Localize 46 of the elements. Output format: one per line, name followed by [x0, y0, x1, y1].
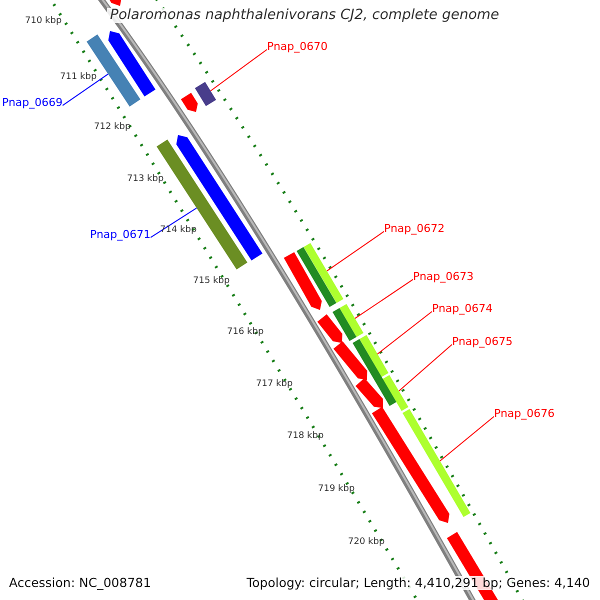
gene-bar [356, 378, 383, 408]
gene-bar [304, 243, 344, 303]
gene-bar [194, 82, 216, 106]
gene-bar [382, 375, 408, 411]
gene-bar [296, 247, 336, 307]
leader-line [439, 416, 494, 462]
scale-label: 710 kbp [25, 17, 62, 27]
gene-label: Pnap_0674 [432, 303, 493, 316]
gene-label: Pnap_0669 [2, 97, 63, 110]
scale-label: 717 kbp [256, 380, 293, 390]
gene-label: Pnap_0670 [267, 41, 328, 54]
accession-text: Accession: NC_008781 [9, 576, 152, 590]
gene-bar [317, 314, 342, 343]
gene-bar [176, 135, 262, 260]
leader-line [150, 208, 198, 238]
gene-bar [402, 409, 470, 517]
scale-label: 718 kbp [287, 432, 324, 442]
leader-line [62, 74, 109, 106]
gene-bar [352, 339, 396, 406]
scale-label: 716 kbp [227, 328, 264, 338]
gene-label: Pnap_0676 [494, 408, 555, 420]
gene-bar [180, 92, 198, 112]
scale-label: 719 kbp [318, 485, 355, 495]
gene-bar [360, 335, 388, 377]
scale-label: 720 kbp [348, 538, 385, 548]
scale-label: 711 kbp [60, 73, 97, 83]
gene-bar [332, 308, 356, 341]
gene-bar [333, 341, 368, 380]
scale-label: 712 kbp [94, 123, 131, 133]
gene-bar [340, 304, 364, 337]
scale-label: 714 kbp [160, 226, 197, 236]
leader-line [326, 230, 384, 272]
gene-bar [284, 252, 322, 310]
gene-label: Pnap_0672 [384, 223, 445, 236]
leader-line [398, 344, 452, 392]
genome-info-text: Topology: circular; Length: 4,410,291 bp; Genes: 4,140 [246, 576, 590, 590]
leader-line [376, 310, 432, 354]
gene-bar [372, 406, 450, 523]
gene-label: Pnap_0671 [90, 229, 151, 242]
leader-line [210, 48, 268, 92]
gene-bar [108, 31, 156, 96]
gene-label: Pnap_0673 [413, 271, 474, 284]
scale-label: 713 kbp [127, 175, 164, 185]
gene-label: Pnap_0675 [452, 336, 513, 348]
scale-label: 715 kbp [193, 277, 230, 287]
leader-line [354, 278, 414, 319]
